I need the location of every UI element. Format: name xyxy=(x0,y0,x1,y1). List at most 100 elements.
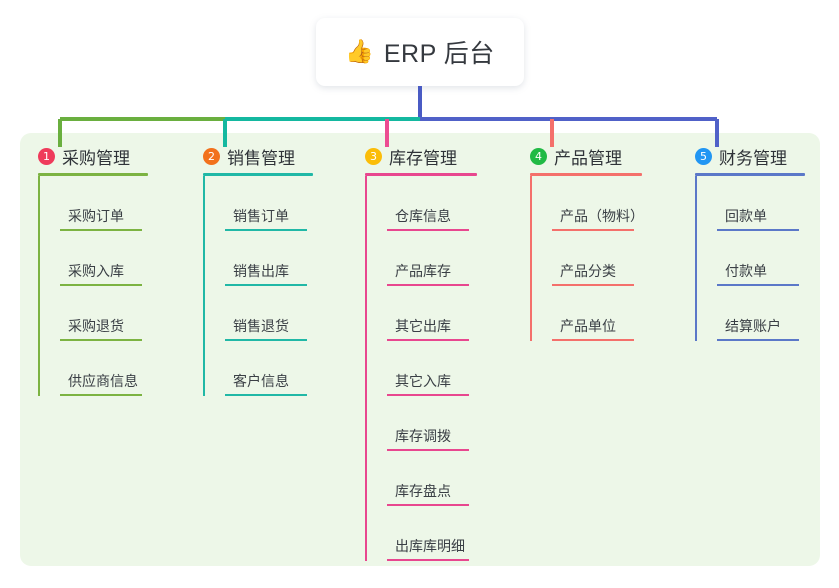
list-item-label: 出库库明细 xyxy=(395,538,465,554)
list-item-rule xyxy=(387,339,469,341)
column-badge-5: 5 xyxy=(695,147,712,165)
column-title-4: 产品管理 xyxy=(554,148,622,168)
list-item[interactable]: 销售退货 xyxy=(225,286,313,341)
list-item[interactable]: 产品分类 xyxy=(552,231,644,286)
column-badge-3: 3 xyxy=(365,147,382,165)
column-items-4: 产品（物料） 产品分类产品单位 xyxy=(530,176,644,341)
column-title-3: 库存管理 xyxy=(389,148,457,168)
list-item-rule xyxy=(552,229,634,231)
column-header-rule-2 xyxy=(203,173,313,176)
list-item[interactable]: 采购入库 xyxy=(60,231,148,286)
list-item[interactable]: 销售出库 xyxy=(225,231,313,286)
column-header-rule-3 xyxy=(365,173,477,176)
list-item[interactable]: 库存盘点 xyxy=(387,451,477,506)
list-item-label: 付款单 xyxy=(725,263,767,279)
column-2: 2 销售管理销售订单销售出库销售退货客户信息 xyxy=(203,145,313,396)
list-item-rule xyxy=(60,284,142,286)
list-item[interactable]: 仓库信息 xyxy=(387,176,477,231)
list-item-rule xyxy=(387,229,469,231)
list-item-rule xyxy=(387,559,469,561)
column-3: 3 库存管理仓库信息产品库存其它出库其它入库库存调拨库存盘点出库库明细 xyxy=(365,145,477,561)
column-items-1: 采购订单采购入库采购退货供应商信息 xyxy=(38,176,148,396)
column-title-1: 采购管理 xyxy=(62,148,130,168)
list-item-label: 结算账户 xyxy=(725,318,781,334)
column-title-2: 销售管理 xyxy=(227,148,295,168)
list-item[interactable]: 产品单位 xyxy=(552,286,644,341)
column-badge-2: 2 xyxy=(203,147,220,165)
list-item-label: 销售订单 xyxy=(233,208,289,224)
column-items-3: 仓库信息产品库存其它出库其它入库库存调拨库存盘点出库库明细 xyxy=(365,176,477,561)
list-item-rule xyxy=(387,394,469,396)
list-item-rule xyxy=(225,229,307,231)
list-item-label: 销售退货 xyxy=(233,318,289,334)
list-item[interactable]: 付款单 xyxy=(717,231,805,286)
columns-panel xyxy=(20,133,820,566)
column-spine-3 xyxy=(365,176,367,561)
column-4: 4 产品管理产品（物料） 产品分类产品单位 xyxy=(530,145,644,341)
list-item[interactable]: 供应商信息 xyxy=(60,341,148,396)
list-item[interactable]: 其它出库 xyxy=(387,286,477,341)
list-item-rule xyxy=(387,284,469,286)
list-item[interactable]: 客户信息 xyxy=(225,341,313,396)
list-item[interactable]: 库存调拨 xyxy=(387,396,477,451)
list-item[interactable]: 回款单 xyxy=(717,176,805,231)
column-header-rule-5 xyxy=(695,173,805,176)
list-item[interactable]: 产品（物料） xyxy=(552,176,644,231)
column-header-3[interactable]: 3 库存管理 xyxy=(365,145,477,168)
column-title-5: 财务管理 xyxy=(719,148,787,168)
list-item[interactable]: 产品库存 xyxy=(387,231,477,286)
list-item-rule xyxy=(552,339,634,341)
list-item-label: 产品分类 xyxy=(560,263,616,279)
list-item-label: 回款单 xyxy=(725,208,767,224)
list-item[interactable]: 出库库明细 xyxy=(387,506,477,561)
column-header-rule-4 xyxy=(530,173,642,176)
list-item-rule xyxy=(387,449,469,451)
list-item[interactable]: 其它入库 xyxy=(387,341,477,396)
list-item-label: 客户信息 xyxy=(233,373,289,389)
column-header-5[interactable]: 5 财务管理 xyxy=(695,145,805,168)
root-title: ERP 后台 xyxy=(383,40,495,68)
list-item-rule xyxy=(717,284,799,286)
list-item-rule xyxy=(552,284,634,286)
list-item-rule xyxy=(387,504,469,506)
column-badge-1: 1 xyxy=(38,147,55,165)
list-item-rule xyxy=(717,339,799,341)
column-items-5: 回款单付款单结算账户 xyxy=(695,176,805,341)
list-item-rule xyxy=(225,339,307,341)
column-header-1[interactable]: 1 采购管理 xyxy=(38,145,148,168)
list-item-rule xyxy=(60,229,142,231)
root-node-card[interactable]: 👍 ERP 后台 xyxy=(316,18,524,86)
list-item[interactable]: 销售订单 xyxy=(225,176,313,231)
column-spine-2 xyxy=(203,176,205,396)
column-spine-4 xyxy=(530,176,532,341)
column-spine-5 xyxy=(695,176,697,341)
list-item-rule xyxy=(225,394,307,396)
column-header-rule-1 xyxy=(38,173,148,176)
column-header-4[interactable]: 4 产品管理 xyxy=(530,145,644,168)
list-item-label: 产品单位 xyxy=(560,318,616,334)
column-5: 5 财务管理回款单付款单结算账户 xyxy=(695,145,805,341)
list-item-label: 其它入库 xyxy=(395,373,451,389)
list-item[interactable]: 采购订单 xyxy=(60,176,148,231)
list-item-label: 供应商信息 xyxy=(68,373,138,389)
list-item-label: 库存调拨 xyxy=(395,428,451,444)
thumbs-up-icon: 👍 xyxy=(345,38,374,65)
list-item-rule xyxy=(60,394,142,396)
column-spine-1 xyxy=(38,176,40,396)
list-item[interactable]: 结算账户 xyxy=(717,286,805,341)
list-item-label: 采购订单 xyxy=(68,208,124,224)
list-item-label: 库存盘点 xyxy=(395,483,451,499)
list-item-label: 产品（物料） xyxy=(560,208,644,224)
column-header-2[interactable]: 2 销售管理 xyxy=(203,145,313,168)
list-item-rule xyxy=(717,229,799,231)
list-item[interactable]: 采购退货 xyxy=(60,286,148,341)
list-item-label: 其它出库 xyxy=(395,318,451,334)
list-item-label: 产品库存 xyxy=(395,263,451,279)
column-1: 1 采购管理采购订单采购入库采购退货供应商信息 xyxy=(38,145,148,396)
list-item-label: 采购退货 xyxy=(68,318,124,334)
list-item-label: 采购入库 xyxy=(68,263,124,279)
list-item-label: 仓库信息 xyxy=(395,208,451,224)
column-badge-4: 4 xyxy=(530,147,547,165)
list-item-label: 销售出库 xyxy=(233,263,289,279)
